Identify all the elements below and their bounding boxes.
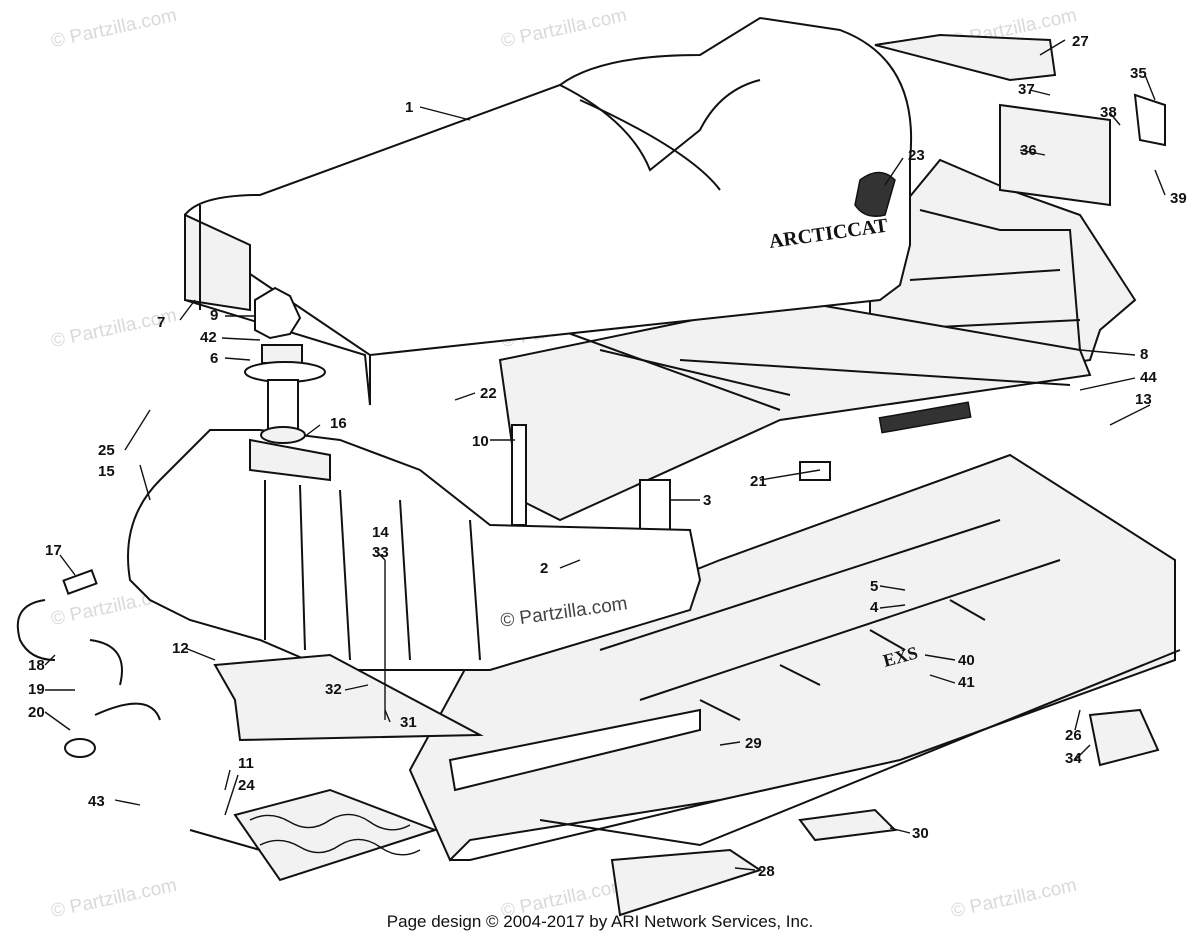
part-label-11: 11 <box>238 755 254 772</box>
part-label-35: 35 <box>1130 65 1147 82</box>
part-label-6: 6 <box>210 350 218 367</box>
part-label-41: 41 <box>958 674 975 691</box>
part-label-14: 14 <box>372 524 389 541</box>
part-label-8: 8 <box>1140 346 1148 363</box>
part-label-34: 34 <box>1065 750 1082 767</box>
part-label-29: 29 <box>745 735 762 752</box>
part-label-2: 2 <box>540 560 548 577</box>
fuel-hoses <box>16 569 261 851</box>
part-label-25: 25 <box>98 442 115 459</box>
part-label-15: 15 <box>98 463 115 480</box>
part-label-18: 18 <box>28 657 45 674</box>
part-label-24: 24 <box>238 777 255 794</box>
part-label-43: 43 <box>88 793 105 810</box>
floor-parts <box>213 33 1181 917</box>
part-label-4: 4 <box>870 599 879 616</box>
fuel-tank <box>127 429 702 671</box>
part-label-33: 33 <box>372 544 389 561</box>
part-label-42: 42 <box>200 329 217 346</box>
part-label-17: 17 <box>45 542 62 559</box>
part-label-1: 1 <box>405 99 413 116</box>
part-label-23: 23 <box>908 147 925 164</box>
part-label-31: 31 <box>400 714 417 731</box>
part-labels: 1234567891011121314151617181920212223242… <box>28 33 1187 880</box>
footer-copyright: Page design © 2004-2017 by ARI Network S… <box>386 912 814 931</box>
part-label-36: 36 <box>1020 142 1037 159</box>
part-label-38: 38 <box>1100 104 1117 121</box>
part-label-40: 40 <box>958 652 975 669</box>
part-label-9: 9 <box>210 307 218 324</box>
part-label-21: 21 <box>750 473 767 490</box>
part-label-5: 5 <box>870 578 878 595</box>
part-label-44: 44 <box>1140 369 1157 386</box>
part-label-26: 26 <box>1065 727 1082 744</box>
part-label-28: 28 <box>758 863 775 880</box>
seat <box>184 16 913 406</box>
part-label-39: 39 <box>1170 190 1187 207</box>
part-label-37: 37 <box>1018 81 1035 98</box>
part-label-30: 30 <box>912 825 929 842</box>
part-label-22: 22 <box>480 385 497 402</box>
part-label-10: 10 <box>472 433 489 450</box>
part-label-32: 32 <box>325 681 342 698</box>
leader-lines <box>44 39 1166 871</box>
fuel-cap-assembly <box>244 286 326 444</box>
part-label-27: 27 <box>1072 33 1089 50</box>
part-label-19: 19 <box>28 681 45 698</box>
part-label-7: 7 <box>157 314 165 331</box>
part-label-16: 16 <box>330 415 347 432</box>
part-label-20: 20 <box>28 704 45 721</box>
part-label-12: 12 <box>172 640 189 657</box>
part-label-3: 3 <box>703 492 711 509</box>
part-label-13: 13 <box>1135 391 1152 408</box>
